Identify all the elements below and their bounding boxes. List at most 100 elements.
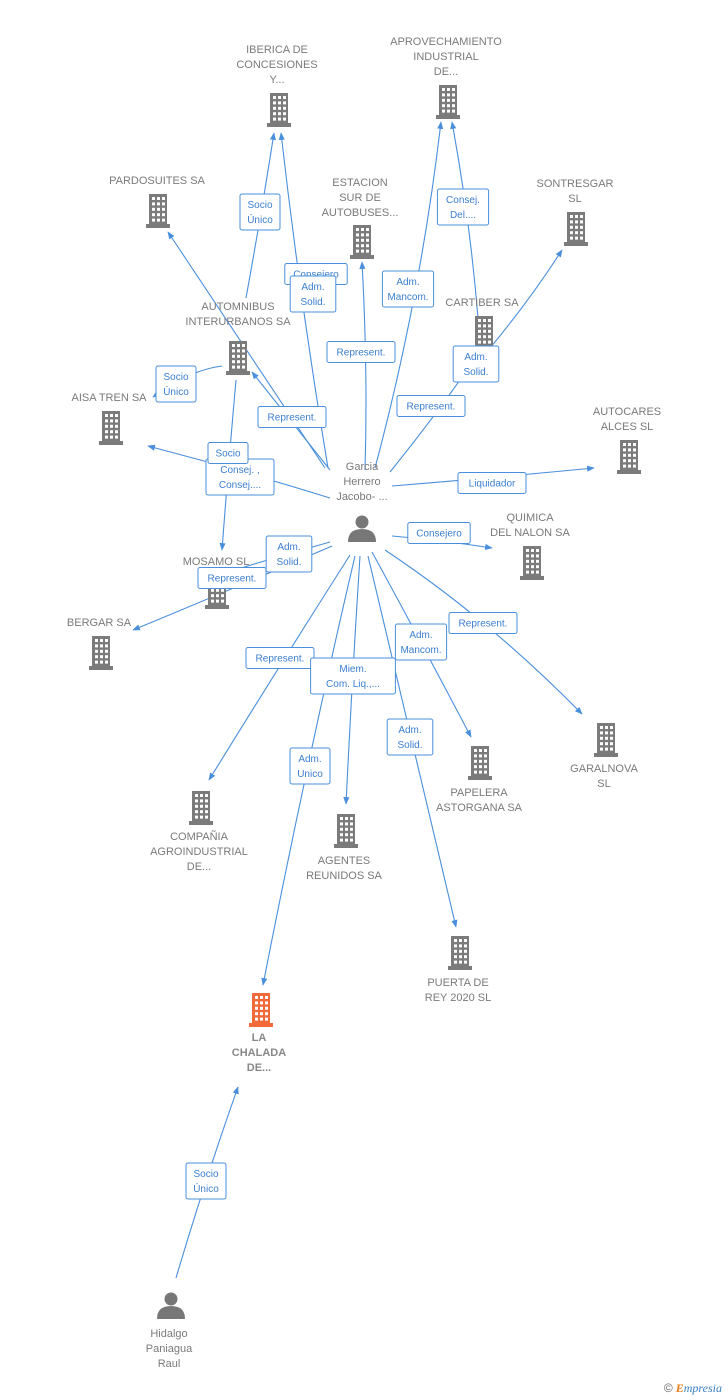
garcia-label-line: Jacobo- ... (336, 491, 387, 503)
relation-text: Represent. (407, 402, 456, 413)
automnibus-building-icon[interactable] (226, 341, 250, 375)
autocares-label-line: ALCES SL (601, 421, 654, 433)
relation-box (394, 623, 448, 661)
iberica-label-line: Y... (269, 74, 284, 86)
relation-text-line: Consej. (446, 195, 480, 206)
puerta-building-icon[interactable] (448, 936, 472, 970)
edge-garcia-estacion (359, 261, 367, 471)
garalnova-building-icon[interactable] (594, 723, 618, 757)
mosamo-label: MOSAMO SL (183, 556, 250, 568)
relation-label-garcia-autocares[interactable]: Liquidador (457, 472, 527, 494)
relation-label-garcia-estacion[interactable]: Represent. (326, 341, 396, 363)
relation-label-cartiber-aprovechamiento[interactable]: Consej.Del.... (436, 188, 490, 226)
relation-box (448, 612, 518, 634)
relation-label-garcia-garalnova[interactable]: Represent. (448, 612, 518, 634)
relation-label-garcia-puerta[interactable]: Adm.Solid. (386, 718, 434, 756)
relation-box (396, 395, 466, 417)
relation-label-garcia-mosamo[interactable]: Adm.Solid. (265, 535, 313, 573)
chalada-building-icon[interactable] (249, 993, 273, 1027)
relation-label-garcia-aprovechamiento[interactable]: Adm.Mancom. (381, 270, 435, 308)
compania-label-line: DE... (187, 861, 211, 873)
relation-text-line: Solid. (463, 367, 488, 378)
aisa-building-icon[interactable] (99, 411, 123, 445)
relation-text-line: Consej.... (219, 480, 261, 491)
bergar-label: BERGAR SA (67, 617, 132, 629)
garcia-label-line: Herrero (343, 476, 380, 488)
relation-text-line: Socio (215, 449, 240, 460)
iberica-label-line: CONCESIONES (236, 59, 317, 71)
relation-box (185, 1162, 227, 1200)
quimica-label-line: DEL NALON SA (490, 527, 570, 539)
relation-label-garcia-papelera[interactable]: Adm.Mancom. (394, 623, 448, 661)
empresia-credit[interactable]: ©Empresia (664, 1381, 722, 1396)
relation-text-line: Único (193, 1182, 219, 1195)
relation-label-garcia-pardosuites[interactable]: Adm.Solid. (289, 275, 337, 313)
relation-text: Adm.Unico (297, 754, 323, 780)
estacion-label-line: AUTOBUSES... (322, 207, 399, 219)
relation-text-line: Adm. (464, 352, 487, 363)
relation-text: Consejero (293, 270, 339, 281)
aprovechamiento-label-line: APROVECHAMIENTO (390, 36, 502, 48)
relation-label-garcia-automnibus[interactable]: Represent. (257, 406, 327, 428)
hidalgo-person-icon[interactable] (157, 1292, 185, 1320)
relation-label-garcia-chalada[interactable]: Adm.Unico (289, 747, 331, 785)
relation-text: Adm.Mancom. (387, 277, 428, 303)
garcia-label-line: Garcia (346, 461, 379, 473)
relation-text: Adm.Mancom. (400, 630, 441, 656)
relation-text: Consej. ,Consej.... (219, 465, 261, 491)
aprovechamiento-building-icon[interactable] (436, 85, 460, 119)
compania-building-icon[interactable] (189, 791, 213, 825)
relation-label-garcia-bergar[interactable]: Represent. (197, 567, 267, 589)
relation-label-garcia-cartiber[interactable]: Represent. (396, 395, 466, 417)
puerta-label-line: PUERTA DE (427, 977, 488, 989)
quimica-building-icon[interactable] (520, 546, 544, 580)
estacion-building-icon[interactable] (350, 225, 374, 259)
aprovechamiento-label-line: DE... (434, 66, 458, 78)
sontresgar-building-icon[interactable] (564, 212, 588, 246)
chalada-label-line: CHALADA (232, 1047, 286, 1059)
iberica-building-icon[interactable] (267, 93, 291, 127)
relation-text-line: Represent. (459, 619, 508, 630)
garalnova-label-line: SL (597, 778, 610, 790)
relation-text: Liquidador (469, 479, 516, 490)
pardosuites-building-icon[interactable] (146, 194, 170, 228)
autocares-building-icon[interactable] (617, 440, 641, 474)
relation-text: Adm.Solid. (397, 725, 422, 751)
relation-text-line: Adm. (277, 542, 300, 553)
papelera-building-icon[interactable] (468, 746, 492, 780)
cartiber-building-icon[interactable] (472, 316, 496, 350)
relation-label-garcia-agentes[interactable]: Miem.Com. Liq.,... (310, 657, 396, 695)
relation-box (436, 188, 490, 226)
relation-label-garcia-quimica[interactable]: Consejero (407, 522, 471, 544)
relation-text-line: Represent. (407, 402, 456, 413)
bergar-building-icon[interactable] (89, 636, 113, 670)
relation-box (289, 747, 331, 785)
relation-box (310, 657, 396, 695)
chalada-label-line: DE... (247, 1062, 271, 1074)
iberica-label-line: IBERICA DE (246, 44, 308, 56)
relation-box (289, 275, 337, 313)
relation-label-cartiber-sontresgar[interactable]: Adm. Solid. (452, 345, 500, 383)
pardosuites-label: PARDOSUITES SA (109, 175, 205, 187)
agentes-building-icon[interactable] (334, 814, 358, 848)
relation-label-garcia-compania[interactable]: Represent. (245, 647, 315, 669)
garcia-person-icon[interactable] (348, 515, 376, 543)
relation-label-automnibus-mosamo[interactable]: Socio (207, 442, 249, 464)
relation-text-line: Solid. (300, 297, 325, 308)
garalnova-label-line: GARALNOVA (570, 763, 638, 775)
relation-label-garcia-aisa[interactable]: Consej. ,Consej.... (205, 458, 275, 496)
sontresgar-label-line: SL (568, 193, 581, 205)
relation-text-line: Miem. (339, 664, 366, 675)
